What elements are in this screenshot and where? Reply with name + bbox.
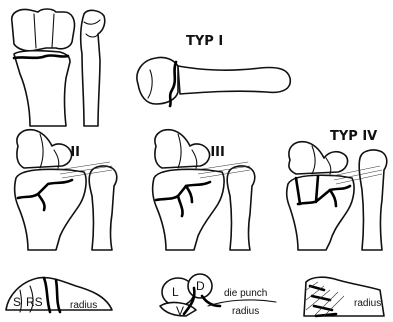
label-radius-2: radius xyxy=(232,306,259,317)
axial-view-1: S RS radius xyxy=(6,278,112,312)
axial-view-3: radius xyxy=(304,277,384,316)
type-2-figure: TYP II xyxy=(15,130,117,250)
type-1-title: TYP I xyxy=(186,34,223,49)
axial-view-2: L D V die punch radius xyxy=(160,274,276,318)
type-3-figure: TYP III xyxy=(153,130,255,250)
label-l: L xyxy=(172,285,179,299)
type-1-figure: TYP I xyxy=(137,34,290,106)
label-s: S xyxy=(13,295,21,309)
label-v: V xyxy=(176,304,184,318)
label-radius-3: radius xyxy=(354,298,381,309)
type-4-title: TYP IV xyxy=(330,129,377,144)
type-4-figure: TYP IV xyxy=(287,129,387,250)
label-radius-1: radius xyxy=(70,300,97,311)
label-die-punch: die punch xyxy=(224,288,267,299)
label-rs: RS xyxy=(26,295,43,309)
reference-wrist-figure xyxy=(12,9,105,126)
label-d: D xyxy=(196,279,205,293)
